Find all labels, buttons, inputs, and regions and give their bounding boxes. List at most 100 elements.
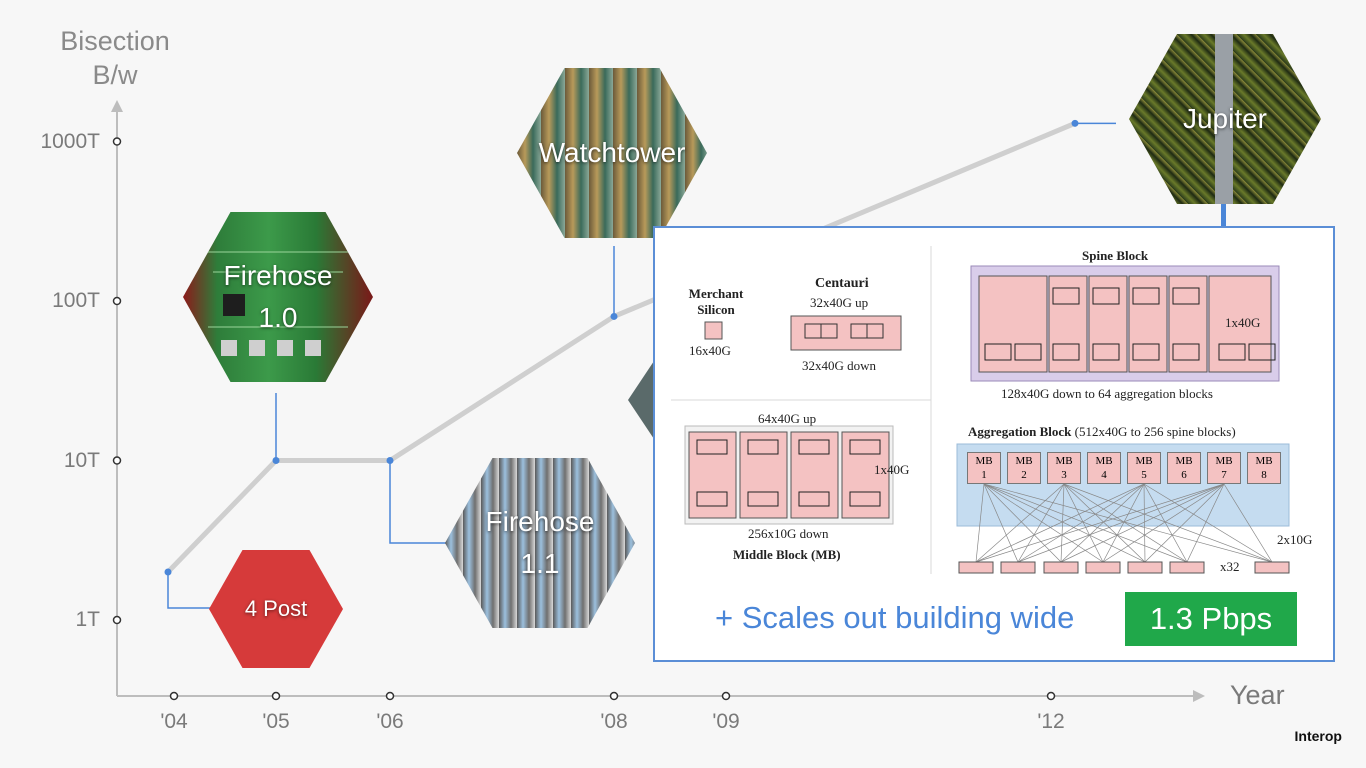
spine-switch [1128,275,1168,373]
tor-switch [958,561,994,574]
centauri-title: Centauri [815,276,869,291]
x-tick-marker [1046,691,1056,701]
y-tick-marker [112,615,122,625]
label-connector [167,571,212,609]
agg-link: 2x10G [1277,532,1313,547]
spine-port [1172,343,1200,361]
y-axis-arrow [111,100,123,112]
spine-port [1132,287,1160,305]
pbps-badge: 1.3 Pbps [1125,592,1297,646]
y-tick-label: 10T [63,448,100,472]
agg-link-line [983,483,1062,563]
agg-link-line [975,483,1145,563]
spine-switch [1208,275,1272,373]
tor-switch [1169,561,1205,574]
y-tick-label: 1000T [40,129,100,153]
merchant-line2: Silicon [697,302,735,317]
agg-link-line [1060,483,1145,563]
agg-link-line [975,483,985,563]
spine-caption: 128x40G down to 64 aggregation blocks [1001,386,1213,401]
agg-link-line [983,483,1146,563]
label-firehose-1-0: Firehose 1.0 [223,260,333,333]
x-tick-label: '12 [1037,710,1065,733]
middle-switch [790,431,839,519]
jupiter-architecture-callout: Merchant Silicon 16x40G Centauri 32x40G … [653,226,1335,662]
spine-port [1052,287,1080,305]
middle-port [849,491,881,507]
middle-down: 256x10G down [748,526,829,541]
middle-up: 64x40G up [758,411,817,426]
middle-port [849,439,881,455]
spine-port [1172,287,1200,305]
architecture-diagram [671,246,1290,574]
circuit-board-icon [203,251,353,356]
y-tick-label: 1T [75,608,100,631]
x-tick-label: '08 [600,710,628,733]
y-tick-marker [112,137,122,146]
agg-link-line [1223,483,1273,563]
agg-link-line [1063,483,1146,563]
agg-link-line [1017,483,1225,563]
middle-port [747,439,779,455]
agg-link-line [983,483,1188,563]
spine-port [1248,343,1276,361]
middle-switch [688,431,737,519]
label-jupiter: Jupiter [1182,103,1268,134]
x-tick-label: '06 [376,710,404,733]
y-axis-label-line2: B/w [92,60,138,90]
agg-link-line [1060,483,1225,563]
spine-switch [1168,275,1208,373]
y-tick-marker [112,456,122,465]
x-tick-marker [385,691,395,701]
agg-link-line [1060,483,1065,563]
agg-link-line [1186,483,1225,563]
x-tick-label: '04 [160,710,188,733]
spine-link: 1x40G [1225,315,1261,330]
agg-link-line [1063,483,1104,563]
agg-sub: (512x40G to 256 spine blocks) [1074,424,1236,439]
mb-cell: MB 6 [1167,452,1201,484]
agg-link-line [1143,483,1273,563]
merchant-ports: 16x40G [689,343,731,358]
tor-switch [1000,561,1036,574]
agg-link-line [1017,483,1065,563]
spine-port [1014,343,1042,361]
interop-logo: Interop [1294,728,1342,744]
middle-port [696,439,728,455]
spine-switch [1048,275,1088,373]
agg-link-line [1063,483,1273,563]
mb-cell: MB 4 [1087,452,1121,484]
tor-switch [1254,561,1290,574]
hex-4post: 4 Post [209,550,343,668]
agg-link-line [1143,483,1188,563]
x-tick-label: '09 [712,710,740,733]
spine-port [1218,343,1246,361]
agg-link-line [983,483,1019,563]
agg-title: Aggregation Block [968,424,1072,439]
agg-link-line [1143,483,1146,563]
label-firehose-1-1: Firehose 1.1 [485,506,595,579]
jupiter-center-bar [1215,34,1233,204]
x-tick-label: '05 [262,710,290,733]
agg-link-line [983,483,1273,563]
middle-port [696,491,728,507]
spine-port [1092,287,1120,305]
agg-link-line [1102,483,1145,563]
label-connector [389,460,447,544]
spine-port [1052,343,1080,361]
tor-switch [1043,561,1079,574]
spine-title: Spine Block [1082,248,1149,263]
tor-switch [1127,561,1163,574]
merchant-line1: Merchant [688,286,744,301]
label-connectors [167,122,1116,609]
label-watchtower: Watchtower [538,137,686,168]
x-tick-marker [609,691,619,701]
agg-title-row: Aggregation Block (512x40G to 256 spine … [968,424,1236,440]
centauri-up: 32x40G up [810,295,869,310]
mb-cell: MB 7 [1207,452,1241,484]
middle-port [798,439,830,455]
middle-title: Middle Block (MB) [733,547,841,562]
mb-cell: MB 5 [1127,452,1161,484]
agg-count: x32 [1220,559,1240,574]
